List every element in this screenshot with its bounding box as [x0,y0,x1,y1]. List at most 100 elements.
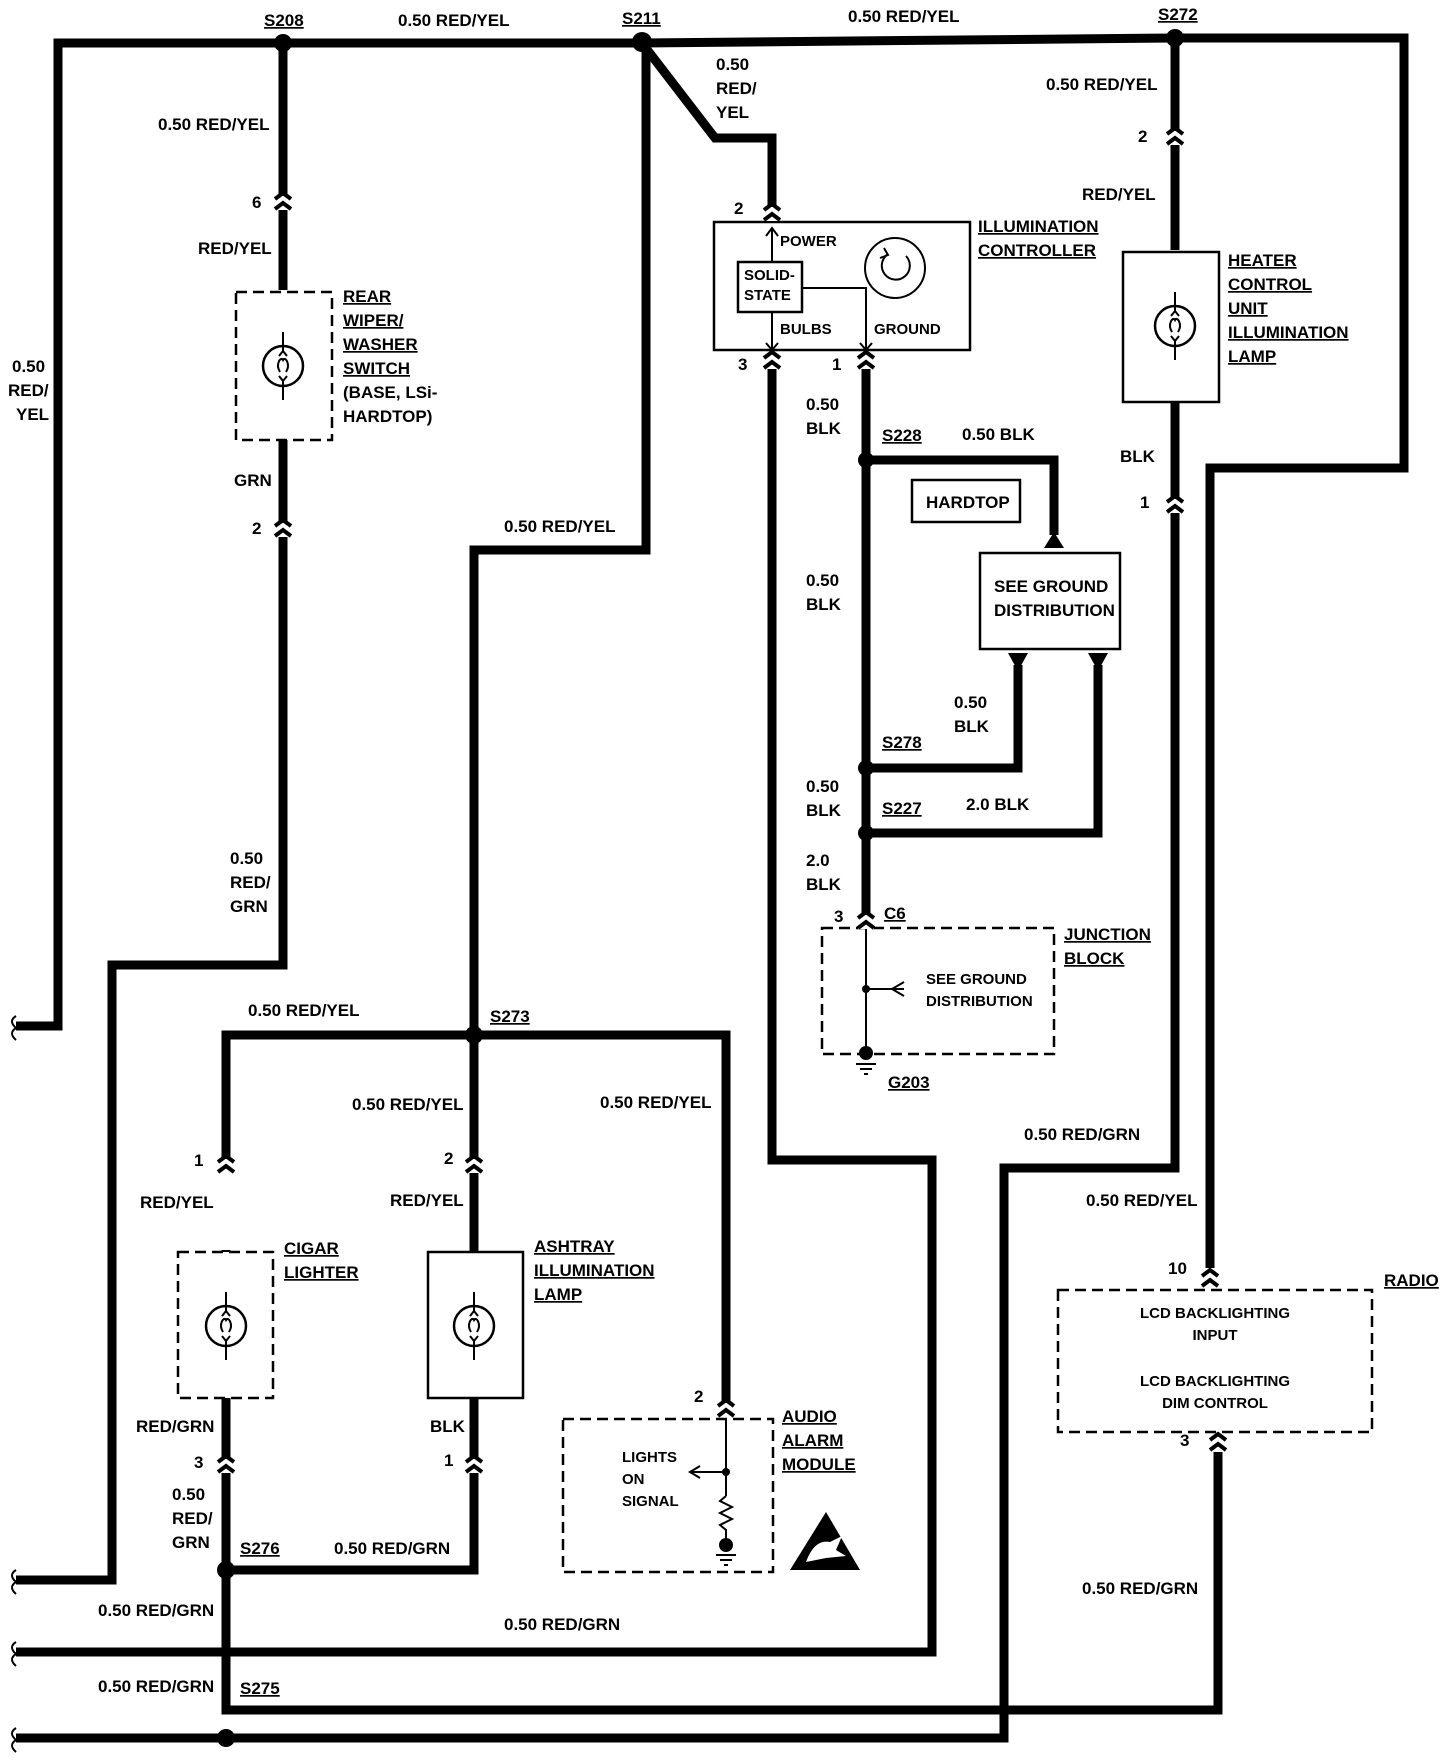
pin-number: 1 [1140,493,1149,512]
pin-number: 2 [252,519,261,538]
wire-label: 0.50 RED/GRN [98,1677,214,1696]
wire-label: 0.50 RED/YEL [1086,1191,1198,1210]
splice-s273 [465,1026,483,1044]
splice-dots [217,29,1184,1747]
splice-s227 [858,825,874,841]
wire-label: BLK [1120,447,1156,466]
splice-label: S227 [882,799,922,818]
component-title: ASHTRAY [534,1237,615,1256]
pin-number: 3 [1180,1431,1189,1450]
pin-number: 2 [444,1149,453,1168]
wire-label: 0.50 RED/GRN [504,1615,620,1634]
ground-distribution-box [978,532,1122,671]
wire-label: RED/YEL [198,239,272,258]
splice-labels: S208 S211 S272 S228 S278 S227 C6 G203 S2… [240,5,1198,1698]
component-title: LAMP [1228,347,1276,366]
component-title: REAR [343,287,391,306]
component-title: CONTROL [1228,275,1312,294]
audio-signal-label: SIGNAL [622,1493,679,1510]
wire-label: GRN [234,471,272,490]
junction-block [820,910,1056,1075]
pin-number: 6 [252,193,261,212]
connector-icon [856,350,876,371]
component-title: ILLUMINATION [1228,323,1349,342]
pin-number: 2 [1138,127,1147,146]
rear-wiper-washer-switch [234,191,334,539]
connector-icon [762,350,782,371]
splice-label: S208 [264,11,304,30]
component-labels: REAR WIPER/ WASHER SWITCH (BASE, LSi- HA… [284,217,1439,1510]
illumination-controller [712,202,972,371]
pin-numbers: 6 2 2 3 1 2 1 3 1 3 2 1 2 10 3 [194,127,1189,1472]
splice-label: S275 [240,1679,280,1698]
lamp-icon [204,1290,248,1362]
wire-label: 0.50 [806,395,839,414]
connector-icon [1208,1432,1228,1453]
component-title: MODULE [782,1455,856,1474]
wire-label: 0.50 [12,357,45,376]
splice-label: G203 [888,1073,930,1092]
radio-line: DIM CONTROL [1162,1395,1268,1412]
component-title: RADIO [1384,1271,1439,1290]
wire-label: RED/YEL [1082,185,1156,204]
wire-label: 0.50 [954,693,987,712]
controller-ground-label: GROUND [874,321,941,338]
wire-label: RED/ [230,873,271,892]
component-title: ILLUMINATION [534,1261,655,1280]
radio-line: LCD BACKLIGHTING [1140,1305,1290,1322]
wire-label: BLK [806,875,842,894]
wire-label: 0.50 [806,777,839,796]
splice-s278 [858,760,874,776]
wire-label: 0.50 RED/GRN [98,1601,214,1620]
component-note: HARDTOP) [343,407,432,426]
wire-label: 2.0 BLK [966,795,1030,814]
wire-label: RED/ [172,1509,213,1528]
ground-distribution-label: DISTRIBUTION [994,601,1115,620]
controller-solid-state-label: STATE [744,287,791,304]
wire-label: 0.50 [172,1485,205,1504]
component-title: HEATER [1228,251,1297,270]
wire-label: RED/YEL [140,1193,214,1212]
component-note: SEE GROUND [926,971,1027,988]
splice-s211 [632,32,652,52]
radio-line: LCD BACKLIGHTING [1140,1373,1290,1390]
wire-label: 0.50 [716,55,749,74]
splice-s276 [217,1561,235,1579]
wire-label: RED/ [716,79,757,98]
wire-label: RED/YEL [390,1191,464,1210]
wire-label: 0.50 RED/GRN [1082,1579,1198,1598]
controller-solid-state-label: SOLID- [744,267,795,284]
wire-label: 2.0 [806,851,830,870]
hardtop-label: HARDTOP [926,493,1010,512]
wire-label: 0.50 RED/YEL [248,1001,360,1020]
splice-s272 [1166,29,1184,47]
wire-label: GRN [172,1533,210,1552]
wire-label: 0.50 RED/YEL [158,115,270,134]
lamp-icon [261,330,305,402]
pin-number: 2 [734,199,743,218]
radio-line: INPUT [1193,1327,1238,1344]
audio-signal-label: ON [622,1471,645,1488]
wire-label: YEL [716,103,749,122]
component-title: BLOCK [1064,949,1125,968]
pin-number: 10 [1168,1259,1187,1278]
hardtop-box [910,478,1022,524]
splice-label: S272 [1158,5,1198,24]
pin-number: 1 [832,355,841,374]
wire-labels: 0.50 RED/YEL 0.50 RED/YEL 0.50 RED/YEL R… [8,7,1198,1696]
component-title: LAMP [534,1285,582,1304]
component-title: JUNCTION [1064,925,1151,944]
wire-label: RED/ [8,381,49,400]
audio-signal-label: LIGHTS [622,1449,677,1466]
splice-s208 [274,34,292,52]
component-note: (BASE, LSi- [343,383,437,402]
wire-label: BLK [806,801,842,820]
cigar-lighter [176,1154,275,1475]
component-note: DISTRIBUTION [926,993,1033,1010]
wire-label: 0.50 [806,571,839,590]
wire-label: 0.50 RED/YEL [1046,75,1158,94]
connector-icon [1200,1268,1220,1289]
wire-label: 0.50 RED/YEL [398,11,510,30]
pin-number: 1 [444,1451,453,1470]
